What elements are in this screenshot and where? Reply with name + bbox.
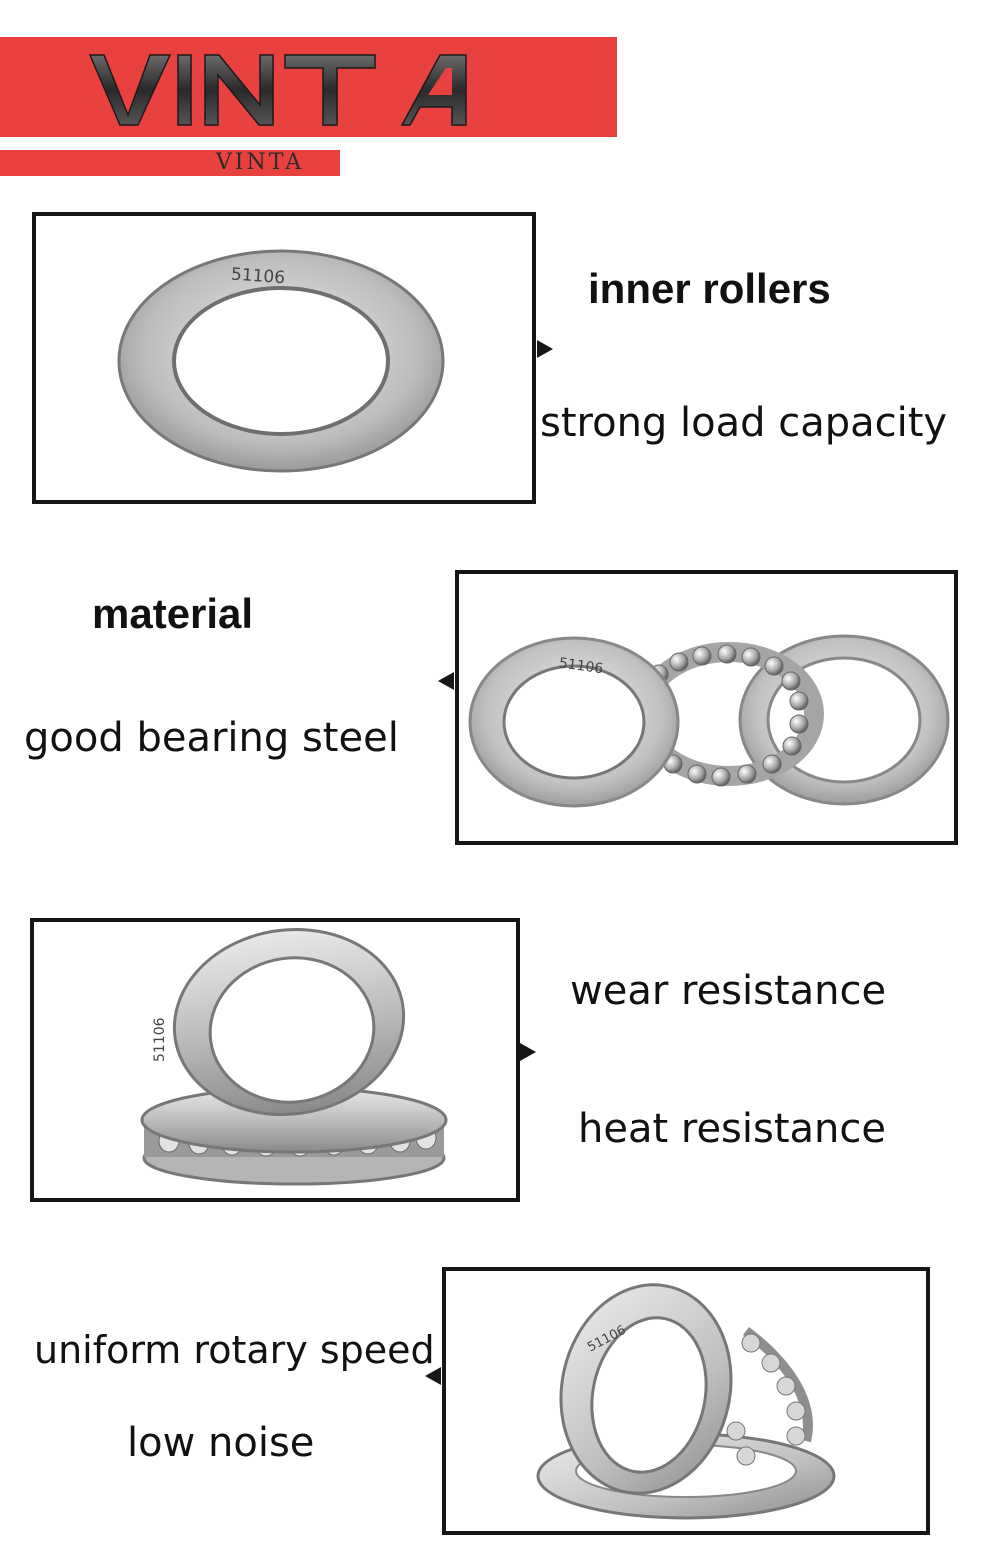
pointer-arrow: [438, 672, 454, 690]
feature-line: low noise: [127, 1420, 315, 1466]
washer-label: 51106: [152, 1017, 168, 1062]
brand-banner: [0, 37, 617, 137]
washer-label: 51106: [558, 655, 604, 677]
feature-line: uniform rotary speed: [34, 1328, 435, 1372]
brand-sub-label: VINTA: [215, 150, 305, 175]
section-caption: strong load capacity: [540, 400, 948, 446]
pointer-arrow: [537, 340, 553, 358]
bearing-assembly-photo: 51106: [30, 918, 520, 1202]
pointer-arrow: [520, 1043, 536, 1061]
bearing-tilted-photo: 51106: [442, 1267, 930, 1535]
section-heading: material: [92, 590, 254, 637]
bearing-components-photo: 51106: [455, 570, 958, 845]
brand-sub-banner: [0, 150, 340, 176]
section-caption: good bearing steel: [24, 715, 399, 761]
feature-line: heat resistance: [578, 1106, 886, 1152]
washer-label: 51106: [230, 265, 285, 289]
bearing-washer-photo: 51106: [32, 212, 536, 504]
pointer-arrow: [425, 1367, 441, 1385]
vinta-logo: [88, 54, 467, 126]
feature-line: wear resistance: [570, 968, 887, 1014]
section-heading: inner rollers: [588, 265, 831, 312]
